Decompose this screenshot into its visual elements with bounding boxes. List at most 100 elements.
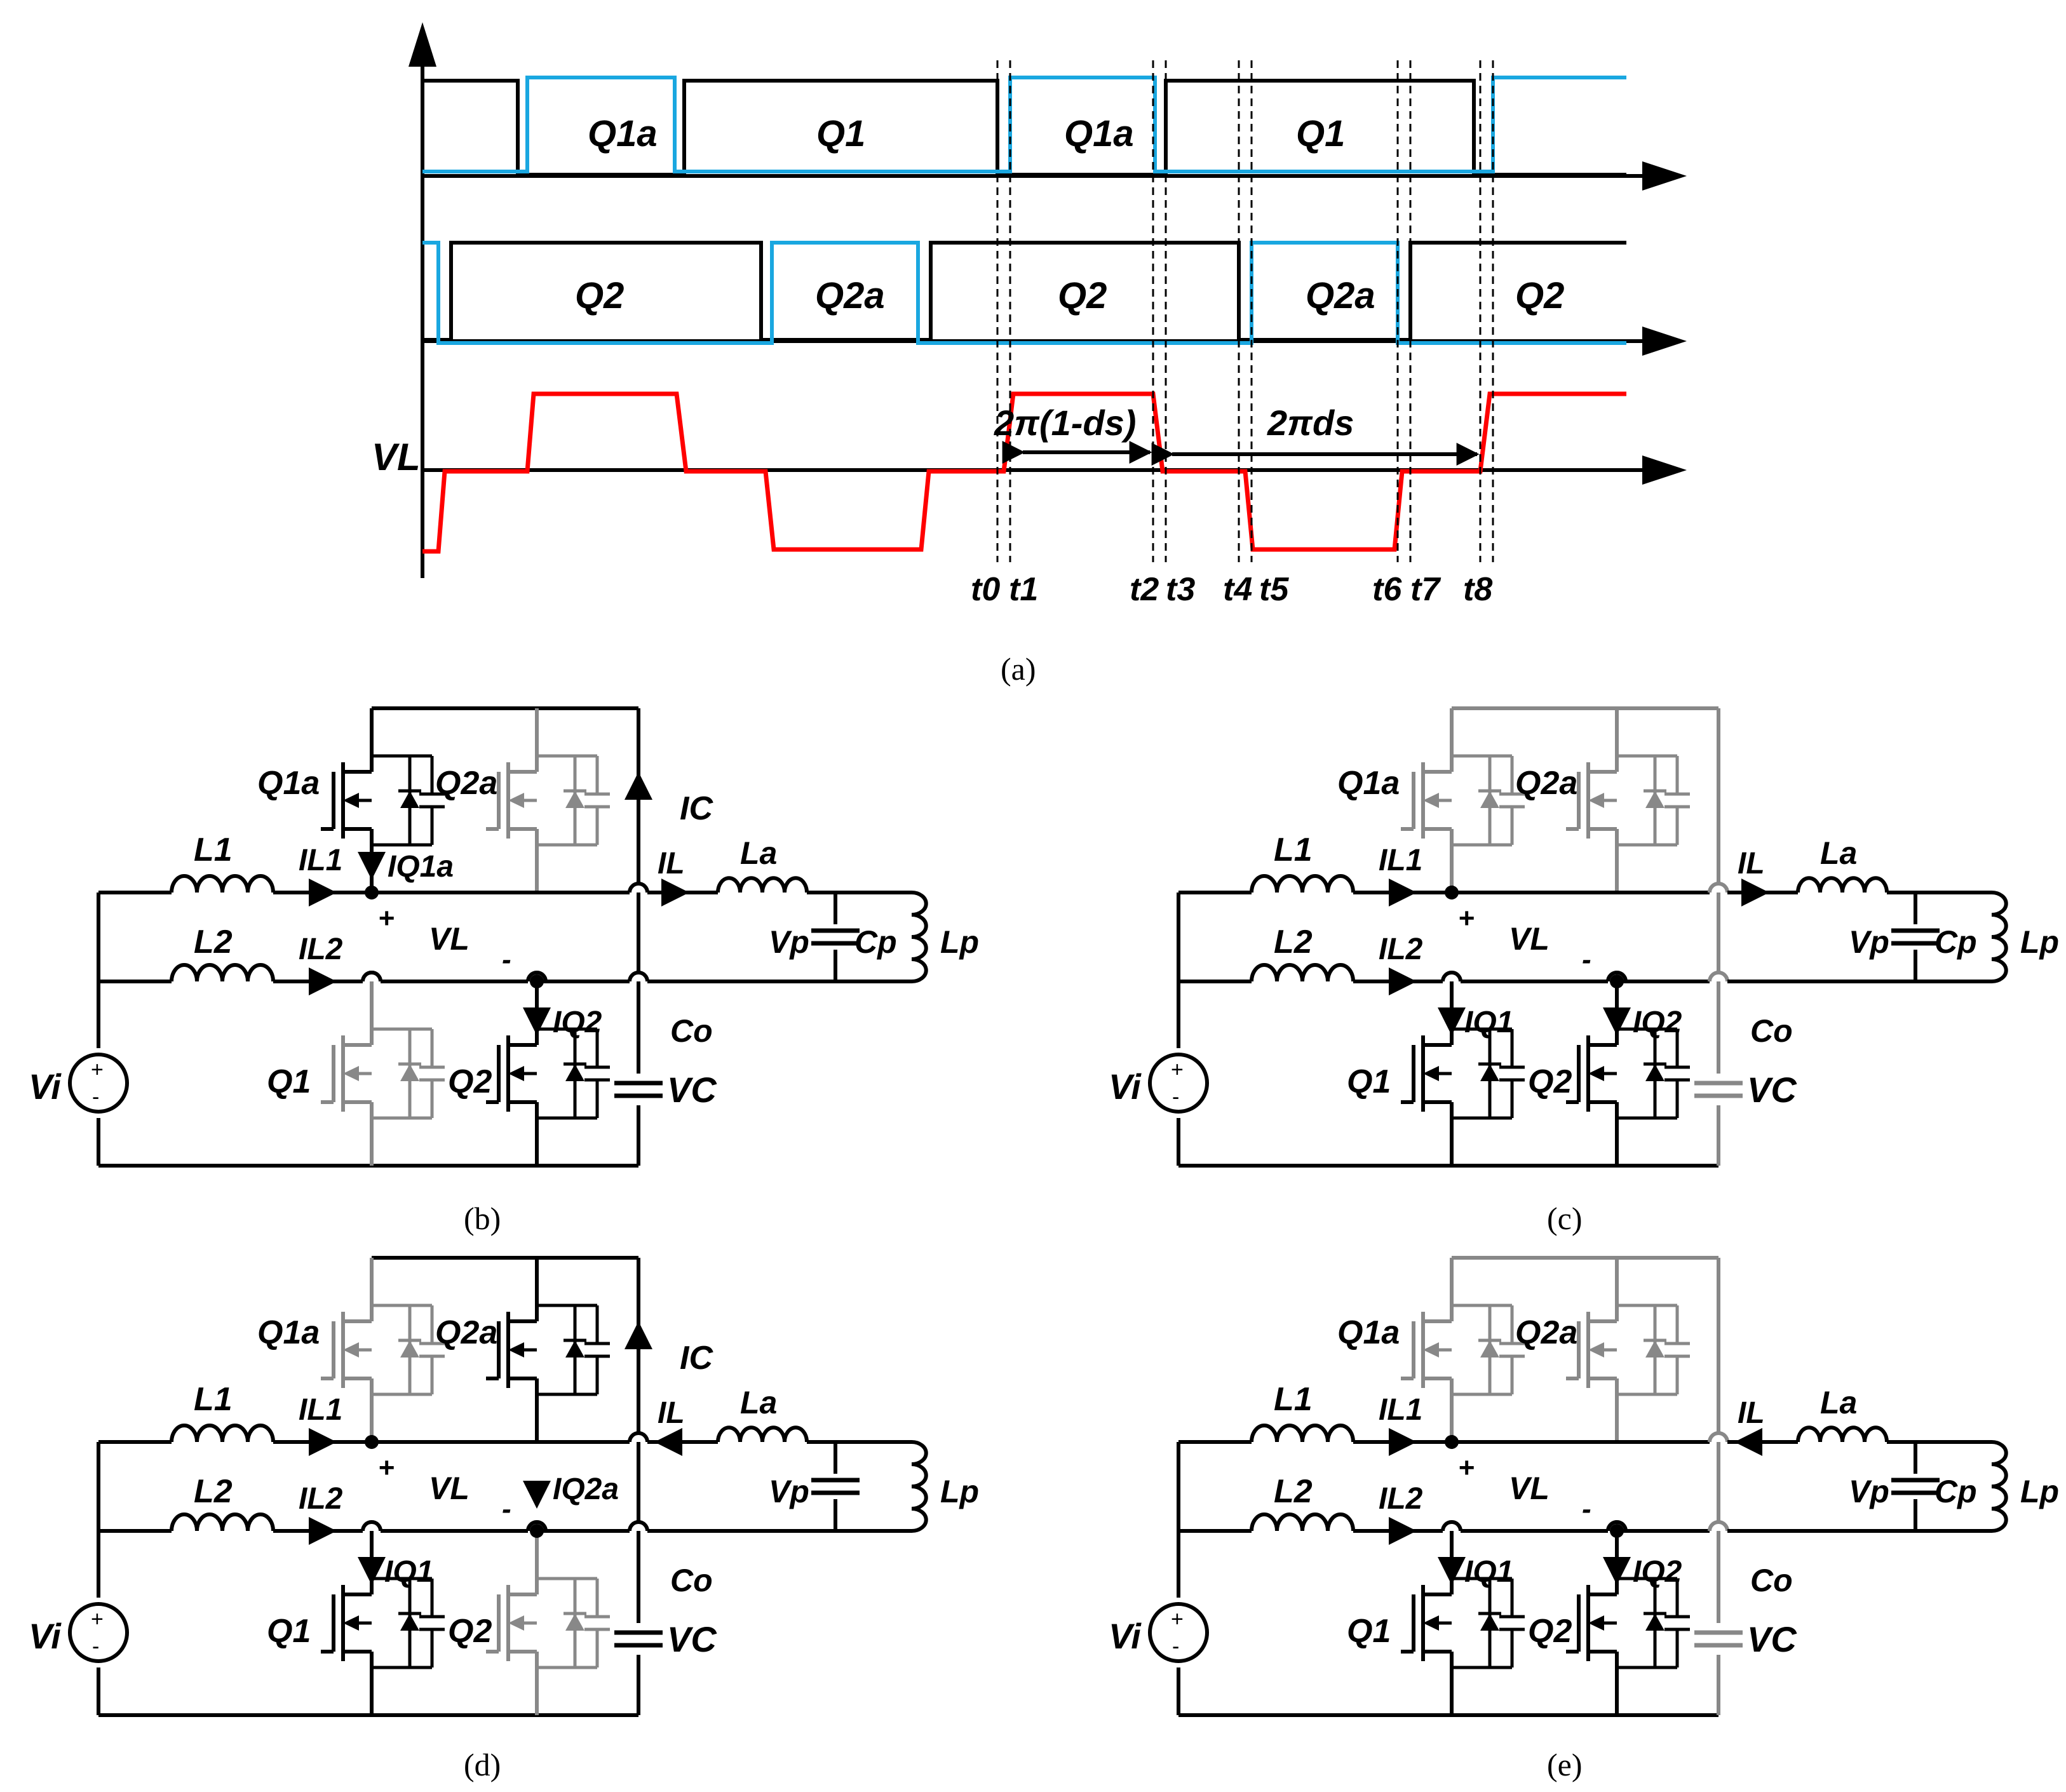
- switch-q2a: [486, 708, 610, 893]
- q2a-gate-waveform: [422, 241, 1626, 345]
- vl-label: VL: [429, 1471, 469, 1506]
- l2-label: L2: [1274, 1473, 1313, 1510]
- cp-label: Cp: [854, 924, 897, 960]
- il2-label: IL2: [1379, 1482, 1423, 1516]
- il2-arrow-icon: [309, 1517, 337, 1545]
- il-arrow-icon: [661, 879, 689, 906]
- iq2-label: IQ2: [1633, 1006, 1682, 1039]
- inductor-l2: [1250, 1512, 1355, 1532]
- capacitor-cp: [811, 928, 860, 946]
- capacitor-cp: [1891, 1478, 1940, 1495]
- inductor-l1: [1250, 874, 1355, 893]
- iq2-arrow-icon: [523, 1007, 551, 1035]
- vi-label: Vi: [1109, 1067, 1142, 1107]
- il-label: IL: [1738, 847, 1765, 880]
- inductor-la: [1796, 876, 1889, 893]
- vc-label: VC: [1747, 1070, 1797, 1110]
- plus-label: +: [378, 903, 395, 934]
- time-labels: t0 t1 t2 t3 t4 t5 t6 t7 t8: [971, 571, 1492, 608]
- vc-label: VC: [667, 1070, 717, 1110]
- caption-a: (a): [1001, 651, 1036, 687]
- vp-label: Vp: [769, 924, 809, 960]
- axis-q1-arrow-icon: [1642, 161, 1687, 191]
- q2-label-3: Q2: [1515, 275, 1564, 316]
- voltage-source: +-: [68, 1602, 129, 1663]
- il2-label: IL2: [1379, 933, 1423, 966]
- q1a-label: Q1a: [257, 765, 320, 802]
- inductor-l1: [170, 874, 275, 893]
- il2-label: IL2: [299, 933, 343, 966]
- l1-label: L1: [1274, 832, 1313, 868]
- l2-label: L2: [194, 1473, 233, 1510]
- vl-label: VL: [1509, 921, 1550, 957]
- minus-label: -: [1582, 944, 1591, 975]
- interval-2-label: 2πds: [1267, 403, 1354, 443]
- il2-arrow-icon: [309, 967, 337, 995]
- svg-text:+: +: [91, 1607, 104, 1631]
- co-label: Co: [670, 1563, 713, 1598]
- iq2-arrow-icon: [1603, 1007, 1631, 1035]
- lp-label: Lp: [2020, 924, 2059, 960]
- time-label: t6: [1372, 571, 1402, 608]
- switch-q2a: [1566, 1258, 1690, 1442]
- q1-label-2: Q1: [1296, 113, 1345, 154]
- time-label: t5: [1259, 571, 1289, 608]
- q1-label: Q1: [267, 1613, 311, 1650]
- q1-label: Q1: [1347, 1063, 1391, 1100]
- q2-label: Q2: [1528, 1063, 1572, 1100]
- node-dot: [365, 886, 379, 899]
- il2-arrow-icon: [1389, 967, 1417, 995]
- svg-text:-: -: [1172, 1634, 1179, 1659]
- inductor-lp: [1991, 891, 2008, 983]
- switch-q2: [486, 981, 610, 1166]
- q1a-label-1: Q1a: [588, 113, 658, 154]
- la-label: La: [1820, 835, 1857, 871]
- l2-label: L2: [194, 924, 233, 960]
- switch-q2: [486, 1531, 610, 1715]
- time-label: t3: [1166, 571, 1195, 608]
- la-label: La: [1820, 1385, 1857, 1420]
- vl-label: VL: [1509, 1471, 1550, 1506]
- minus-label: -: [1582, 1493, 1591, 1525]
- plus-label: +: [1458, 1452, 1475, 1483]
- caption-c: (c): [1547, 1201, 1583, 1236]
- il1-arrow-icon: [309, 1428, 337, 1456]
- capacitor-cp: [1891, 928, 1940, 946]
- q2-label: Q2: [448, 1063, 492, 1100]
- caption-b: (b): [464, 1201, 501, 1236]
- voltage-source: +-: [1148, 1053, 1209, 1114]
- time-markers: [996, 60, 1494, 562]
- iq1-label: IQ1: [1464, 1555, 1513, 1589]
- vp-label: Vp: [769, 1474, 809, 1509]
- vc-label: VC: [667, 1619, 717, 1659]
- vc-label: VC: [1747, 1619, 1797, 1659]
- iq1-label: IQ1: [1464, 1006, 1513, 1039]
- inductor-lp: [911, 1440, 928, 1533]
- voltage-source: +-: [1148, 1602, 1209, 1663]
- capacitor-co: [614, 1630, 663, 1648]
- il1-arrow-icon: [1389, 879, 1417, 906]
- time-label: t7: [1410, 571, 1441, 608]
- timing-diagram: VL Q1a Q1 Q1a Q1 Q2 Q2a Q2 Q2a Q2 2π(1-d…: [372, 22, 1687, 687]
- plus-label: +: [1458, 903, 1475, 934]
- time-label: t4: [1223, 571, 1252, 608]
- il1-label: IL1: [1379, 844, 1422, 877]
- switch-q1a: [1401, 708, 1525, 893]
- node-dot: [1610, 974, 1624, 988]
- vi-label: Vi: [1109, 1616, 1142, 1656]
- inductor-la: [716, 876, 809, 893]
- il2-arrow-icon: [1389, 1517, 1417, 1545]
- lp-label: Lp: [2020, 1474, 2059, 1509]
- switch-q1: [1401, 1531, 1525, 1715]
- iq2-label: IQ2: [553, 1006, 602, 1039]
- iq1a-arrow-icon: [358, 852, 386, 880]
- vl-label: VL: [372, 436, 421, 478]
- l1-label: L1: [194, 1381, 233, 1418]
- node-dot: [530, 974, 544, 988]
- interval-1-label: 2π(1-ds): [994, 403, 1136, 443]
- il-arrow-icon: [654, 1428, 682, 1456]
- il-arrow-icon: [1734, 1428, 1762, 1456]
- node-dot: [1445, 886, 1459, 899]
- il2-label: IL2: [299, 1482, 343, 1516]
